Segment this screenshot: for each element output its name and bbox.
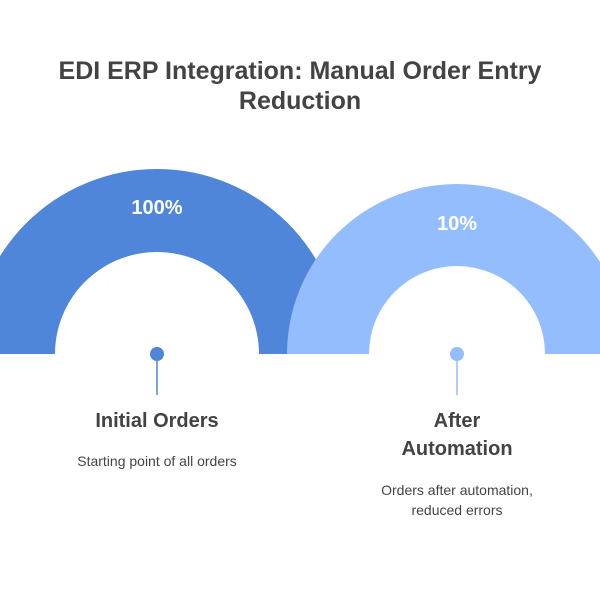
arc-after-automation <box>287 184 600 354</box>
desc-initial: Starting point of all orders <box>77 453 237 469</box>
label-after: After Automation <box>401 410 513 460</box>
page-title: EDI ERP Integration: Manual Order Entry … <box>58 57 542 115</box>
label-initial: Initial Orders <box>95 410 219 432</box>
value-after: 10% <box>436 213 478 235</box>
dot-after-icon <box>450 347 464 361</box>
desc-after: Orders after automation, reduced errors <box>381 482 533 518</box>
arc-initial-orders <box>0 169 342 354</box>
value-initial: 100% <box>131 197 183 219</box>
dot-initial-icon <box>150 347 164 361</box>
